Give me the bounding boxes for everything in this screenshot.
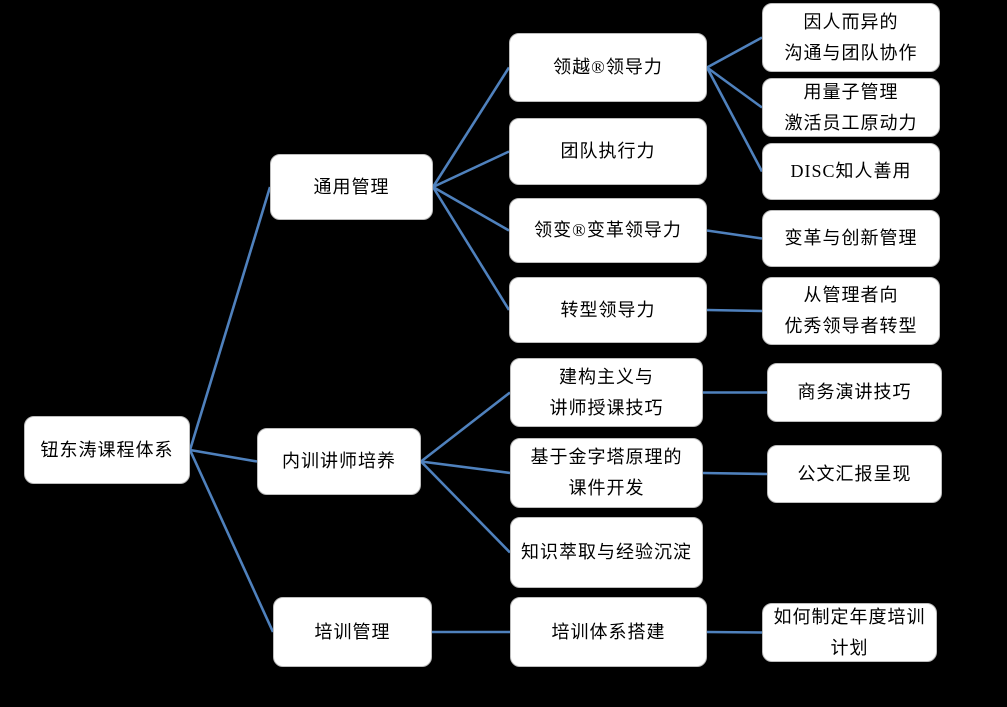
- node-internal-trainer-label: 内训讲师培养: [282, 451, 396, 472]
- node-team-execution: 团队执行力: [509, 118, 707, 185]
- connector-root-to-internal_trainer: [189, 448, 258, 463]
- node-pyramid-courseware-label: 基于金字塔原理的 课件开发: [530, 447, 683, 498]
- node-training-system: 培训体系搭建: [510, 597, 707, 667]
- node-disc: DISC知人善用: [762, 143, 940, 200]
- node-training-system-label: 培训体系搭建: [551, 621, 666, 642]
- node-constructivism-teaching: 建构主义与 讲师授课技巧: [510, 358, 703, 427]
- node-general-management: 通用管理: [270, 154, 433, 220]
- node-root: 钮东涛课程体系: [24, 416, 190, 484]
- connector-general_management-to-lingbian_change_leadership: [432, 185, 510, 232]
- node-knowledge-extraction: 知识萃取与经验沉淀: [510, 517, 703, 588]
- node-quantum-management-label: 用量子管理 激活员工原动力: [784, 81, 918, 133]
- node-change-innovation: 变革与创新管理: [762, 210, 940, 267]
- connector-internal_trainer-to-constructivism_teaching: [420, 391, 511, 463]
- connector-general_management-to-team_execution: [432, 150, 510, 189]
- node-general-management-label: 通用管理: [313, 176, 390, 197]
- node-business-presentation: 商务演讲技巧: [767, 363, 942, 422]
- node-lingbian-change-leadership: 领变®变革领导力: [509, 198, 707, 263]
- node-transformation-leadership-label: 转型领导力: [560, 299, 656, 320]
- node-annual-training-plan-label: 如何制定年度培训 计划: [773, 606, 926, 658]
- node-internal-trainer: 内训讲师培养: [257, 428, 421, 495]
- node-official-report: 公文汇报呈现: [767, 445, 942, 503]
- connector-internal_trainer-to-knowledge_extraction: [420, 460, 511, 554]
- connector-root-to-general_management: [188, 186, 272, 451]
- node-manager-to-leader: 从管理者向 优秀领导者转型: [762, 277, 940, 345]
- node-team-execution-label: 团队执行力: [560, 141, 656, 162]
- node-personalized-communication: 因人而异的 沟通与团队协作: [762, 3, 940, 72]
- node-change-innovation-label: 变革与创新管理: [784, 228, 918, 249]
- connector-internal_trainer-to-pyramid_courseware: [420, 460, 511, 475]
- connector-lingbian_change_leadership-to-change_innovation: [706, 229, 763, 240]
- connector-training_system-to-annual_training_plan: [706, 630, 763, 634]
- node-quantum-management: 用量子管理 激活员工原动力: [762, 78, 940, 137]
- node-official-report-label: 公文汇报呈现: [797, 463, 912, 484]
- node-knowledge-extraction-label: 知识萃取与经验沉淀: [521, 542, 692, 563]
- node-business-presentation-label: 商务演讲技巧: [797, 382, 912, 403]
- connector-lingyue_leadership-to-quantum_management: [706, 66, 763, 109]
- node-disc-label: DISC知人善用: [790, 161, 912, 182]
- node-lingyue-leadership: 领越®领导力: [509, 33, 707, 102]
- connector-general_management-to-transformation_leadership: [431, 186, 511, 311]
- connector-lingyue_leadership-to-disc: [705, 66, 764, 173]
- node-root-label: 钮东涛课程体系: [40, 439, 174, 460]
- node-personalized-communication-label: 因人而异的 沟通与团队协作: [784, 11, 918, 63]
- node-constructivism-teaching-label: 建构主义与 讲师授课技巧: [549, 366, 664, 418]
- connector-pyramid_courseware-to-official_report: [702, 471, 768, 476]
- node-training-management-label: 培训管理: [314, 621, 391, 642]
- node-transformation-leadership: 转型领导力: [509, 277, 707, 343]
- node-lingbian-change-leadership-label: 领变®变革领导力: [534, 220, 682, 241]
- connector-root-to-training_management: [188, 449, 275, 633]
- node-annual-training-plan: 如何制定年度培训 计划: [762, 603, 937, 662]
- node-pyramid-courseware: 基于金字塔原理的 课件开发: [510, 438, 703, 508]
- node-lingyue-leadership-label: 领越®领导力: [553, 57, 663, 78]
- node-manager-to-leader-label: 从管理者向 优秀领导者转型: [784, 285, 918, 336]
- connector-lingyue_leadership-to-personalized_communication: [706, 36, 763, 69]
- connector-transformation_leadership-to-manager_to_leader: [706, 308, 763, 313]
- node-training-management: 培训管理: [273, 597, 432, 667]
- connector-general_management-to-lingyue_leadership: [431, 66, 511, 188]
